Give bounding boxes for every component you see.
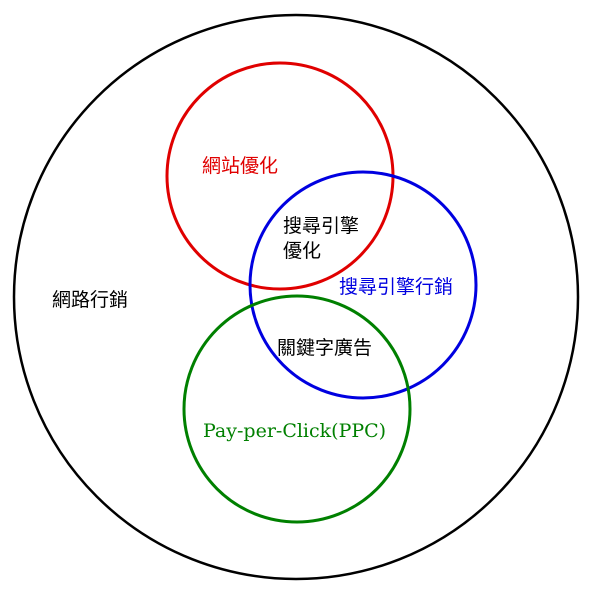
circle-website-optimization bbox=[165, 61, 395, 291]
circle-search-engine-marketing bbox=[248, 170, 478, 400]
circle-ppc bbox=[182, 294, 412, 524]
outer-circle-internet-marketing bbox=[12, 13, 580, 581]
label-seo-line2: 優化 bbox=[283, 240, 321, 262]
label-keyword-advertising: 關鍵字廣告 bbox=[277, 337, 372, 359]
label-seo-line1: 搜尋引擎 bbox=[283, 215, 359, 237]
label-website-optimization: 網站優化 bbox=[202, 155, 278, 177]
label-ppc: Pay-per-Click(PPC) bbox=[203, 420, 386, 442]
label-internet-marketing: 網路行銷 bbox=[52, 289, 128, 311]
label-search-engine-marketing: 搜尋引擎行銷 bbox=[339, 276, 453, 298]
